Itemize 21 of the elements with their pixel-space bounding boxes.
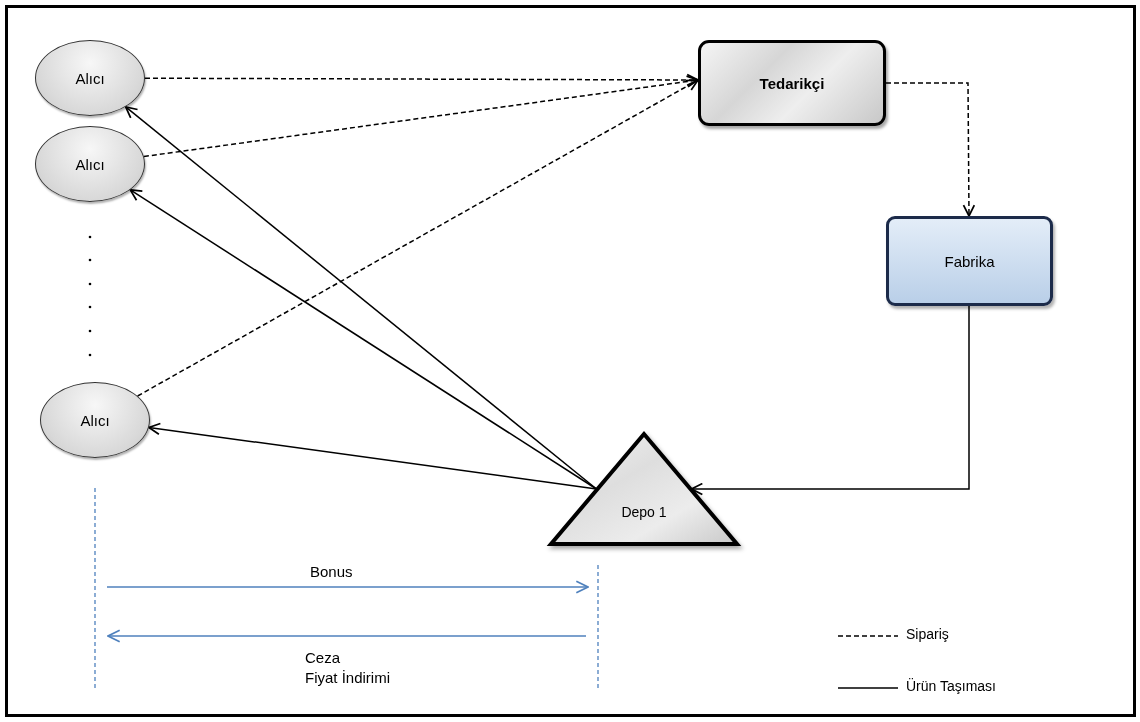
node-label: Alıcı xyxy=(80,411,110,429)
node-label: Fabrika xyxy=(944,252,995,270)
arrow-label: Bonus xyxy=(310,563,353,580)
rounded-box xyxy=(698,40,886,126)
dashed-arrow xyxy=(144,73,699,87)
dashed-arrow xyxy=(143,75,699,158)
arrow-label: Ceza xyxy=(305,649,341,666)
arrow-label: Fiyat İndirimi xyxy=(305,669,390,686)
arrow xyxy=(124,106,598,490)
legend-label: Ürün Taşıması xyxy=(906,678,996,694)
node-label: Depo 1 xyxy=(621,504,667,520)
node-label: Alıcı xyxy=(75,155,105,173)
rounded-box xyxy=(886,216,1053,306)
arrow xyxy=(129,189,598,490)
node-label: Tedarikçi xyxy=(759,74,825,92)
node-label: Alıcı xyxy=(75,69,105,87)
arrow xyxy=(690,305,970,496)
legend-label: Sipariş xyxy=(906,626,949,642)
triangle-node xyxy=(549,432,739,546)
dashed-arrow xyxy=(136,79,699,397)
dashed-arrow xyxy=(885,82,976,217)
